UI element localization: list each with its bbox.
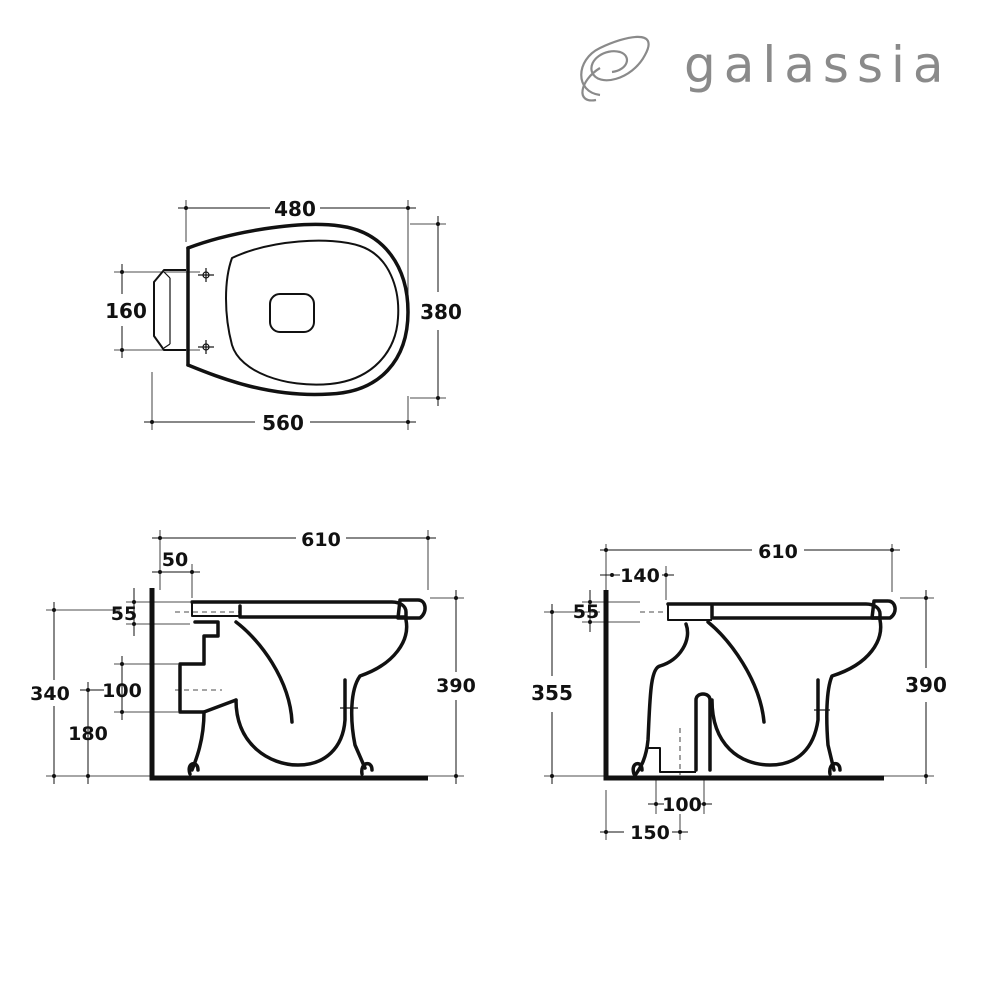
bowl-side-outline	[178, 618, 409, 772]
wall-floor-line	[149, 588, 428, 781]
dim-label-180: 180	[68, 723, 108, 745]
spiral-logo-icon	[580, 35, 650, 102]
seat-lid-profile-2	[666, 602, 882, 620]
dim-label-610-a: 610	[301, 529, 341, 551]
floor-outlet-spigot	[694, 692, 712, 772]
wall-floor-line-2	[603, 590, 884, 781]
trapway-2	[706, 620, 820, 767]
seat-lid-profile	[190, 600, 408, 619]
bowl-top-outline	[186, 222, 410, 397]
dim-label-340: 340	[30, 683, 70, 705]
trapway	[234, 620, 347, 767]
dim-label-560: 560	[262, 411, 304, 435]
drain-outlet	[269, 293, 315, 333]
top-view: 480 560 160 380	[105, 197, 462, 435]
bowl-inner-rim	[225, 239, 400, 386]
dim-label-380: 380	[420, 300, 462, 324]
dim-label-140: 140	[620, 565, 660, 587]
dim-label-150: 150	[630, 822, 670, 844]
dim-label-610-b: 610	[758, 541, 798, 563]
brand-name: galassia	[684, 36, 952, 94]
bowl-side-outline-2	[634, 618, 883, 776]
dim-label-50: 50	[162, 549, 188, 571]
dim-label-100-b: 100	[662, 794, 702, 816]
dim-label-55-a: 55	[111, 603, 137, 625]
dim-label-355: 355	[531, 681, 573, 705]
dim-label-390-a: 390	[436, 675, 476, 697]
side-view-floor-outlet: 610 140 55 355 390	[531, 541, 947, 844]
brand-logo: galassia	[580, 35, 952, 102]
dim-label-100-a: 100	[102, 680, 142, 702]
dim-label-390-b: 390	[905, 673, 947, 697]
side-view-wall-outlet: 610 50 55 340 100 180	[30, 529, 476, 784]
dim-label-480: 480	[274, 197, 316, 221]
dim-label-160: 160	[105, 299, 147, 323]
